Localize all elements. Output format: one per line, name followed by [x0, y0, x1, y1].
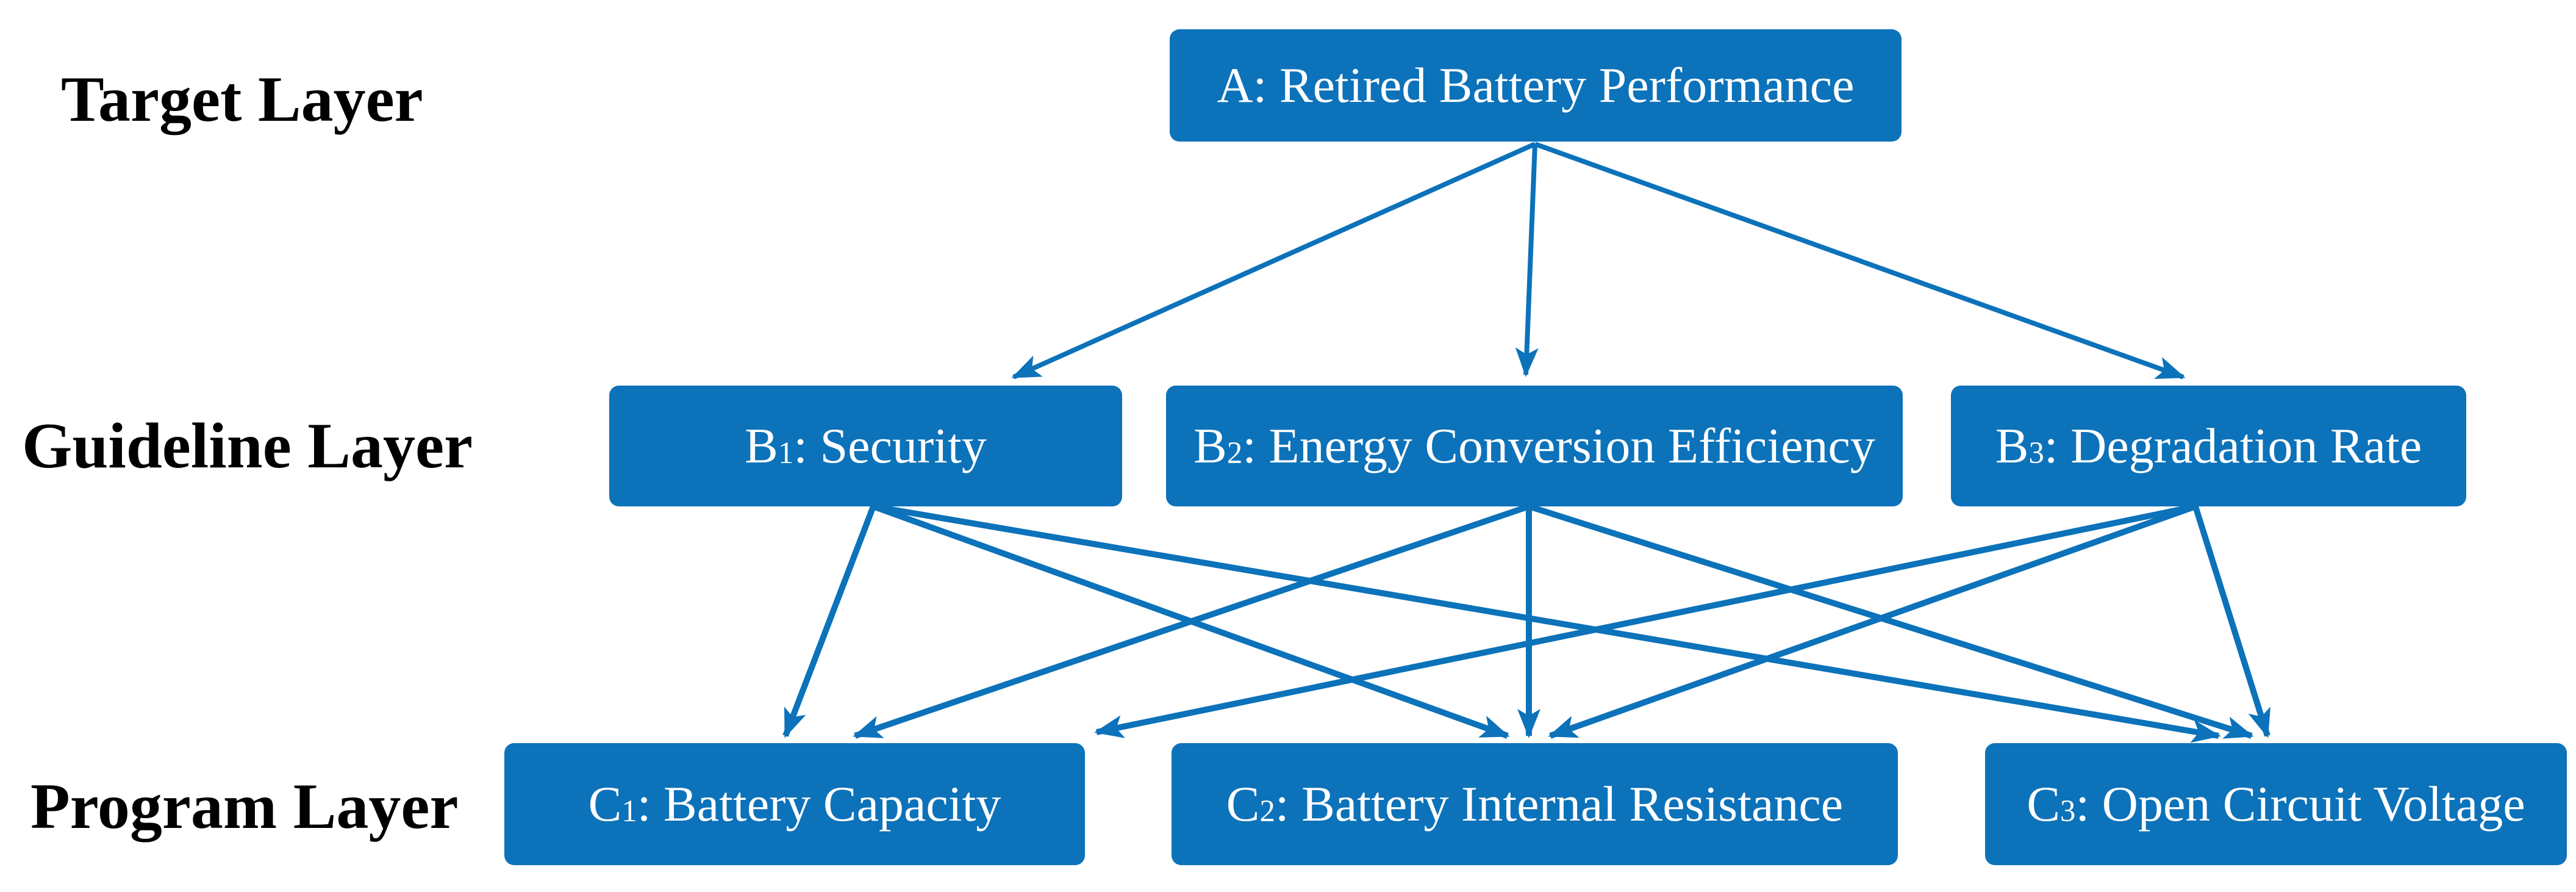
node-subscript: 1 — [621, 793, 637, 828]
node-text: : Energy Conversion Efficiency — [1242, 418, 1875, 473]
node-code: C — [2027, 776, 2061, 832]
node-text: : Retired Battery Performance — [1253, 57, 1855, 113]
node-text: : Security — [793, 418, 987, 473]
layer-label-target: Target Layer — [61, 63, 423, 135]
node-subscript: 3 — [2060, 793, 2076, 828]
edge-arrow-B1-C1 — [782, 505, 876, 738]
edge-arrow-A-B3 — [1534, 142, 2186, 379]
node-text: : Battery Internal Resistance — [1275, 776, 1844, 832]
node-text: : Degradation Rate — [2044, 418, 2422, 473]
node-code: C — [588, 776, 622, 832]
node-subscript: 3 — [2028, 435, 2044, 470]
node-text: : Open Circuit Voltage — [2075, 776, 2525, 832]
edge-arrow-B2-C1 — [853, 503, 1530, 739]
node-code: B — [1193, 418, 1227, 473]
edge-arrow-B3-C2 — [1548, 503, 2197, 739]
node-code: B — [1995, 418, 2029, 473]
node-subscript: 1 — [778, 435, 794, 470]
node-code: B — [745, 418, 778, 473]
edge-arrow-A-B2 — [1515, 143, 1539, 377]
node-text: : Battery Capacity — [637, 776, 1001, 832]
node-code: A — [1217, 57, 1253, 113]
edge-arrow-B2-C3 — [1528, 503, 2254, 739]
layer-label-guideline: Guideline Layer — [22, 410, 473, 481]
edge-arrow-A-B1 — [1011, 142, 1536, 379]
node-subscript: 2 — [1226, 435, 1243, 470]
node-subscript: 2 — [1259, 793, 1275, 828]
edge-arrow-B1-C3 — [873, 503, 2221, 743]
node-target-a: A: Retired Battery Performance — [1170, 29, 1902, 142]
edge-arrow-B3-C3 — [2192, 505, 2270, 738]
node-code: C — [1226, 776, 1260, 832]
edge-arrow-B3-C1 — [1094, 503, 2197, 738]
layer-label-program: Program Layer — [30, 771, 459, 842]
